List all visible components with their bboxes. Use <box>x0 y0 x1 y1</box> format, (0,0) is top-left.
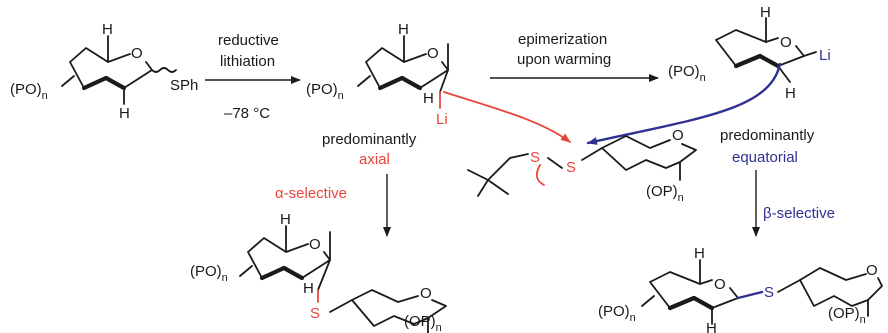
label-beta-selective: β-selective <box>763 205 835 222</box>
label-equatorial: equatorial <box>732 149 798 166</box>
atom-O: O <box>427 45 439 62</box>
label-alpha-selective: α-selective <box>275 185 347 202</box>
atom-O: O <box>780 34 792 51</box>
group-OP: (OP)n <box>646 183 684 204</box>
arrow-equatorial-attack <box>586 62 782 145</box>
atom-O: O <box>714 276 726 293</box>
atom-H: H <box>785 85 796 102</box>
atom-H: H <box>694 245 705 262</box>
atom-H: H <box>280 211 291 228</box>
product-beta-thiodisaccharide: O H H S O (PO)n (OP)n <box>598 245 883 333</box>
group-PO: (PO)n <box>190 263 228 284</box>
label-upon-warming: upon warming <box>517 51 611 68</box>
atom-O: O <box>131 45 143 62</box>
atom-O: O <box>866 262 878 279</box>
label-epimerization: epimerization <box>518 31 607 48</box>
atom-H: H <box>398 21 409 38</box>
group-PO: (PO)n <box>668 63 706 84</box>
molecule-axial-lithium: O H H Li (PO)n <box>306 21 449 128</box>
group-OP: (OP)n <box>404 313 442 333</box>
label-temperature: –78 °C <box>224 105 270 122</box>
group-PO: (PO)n <box>10 81 48 102</box>
group-PO: (PO)n <box>598 303 636 324</box>
label-predominantly-equatorial: predominantly <box>720 127 815 144</box>
arrow-axial-attack <box>443 91 571 143</box>
product-alpha-thiodisaccharide: O H H S O (PO)n (OP)n <box>190 211 447 333</box>
atom-H: H <box>423 90 434 107</box>
atom-H: H <box>706 320 717 333</box>
group-SPh: SPh <box>170 77 198 94</box>
disulfide-reagent: S S O (OP)n <box>467 127 697 204</box>
atom-S-alpha: S <box>310 305 320 322</box>
molecule-thioglycoside: O H H SPh (PO)n <box>10 21 198 122</box>
label-predominantly-axial: predominantly <box>322 131 417 148</box>
atom-Li-axial: Li <box>436 111 448 128</box>
label-lithiation: lithiation <box>220 53 275 70</box>
group-PO: (PO)n <box>306 81 344 102</box>
atom-H: H <box>760 4 771 21</box>
label-reductive: reductive <box>218 32 279 49</box>
atom-S: S <box>530 149 540 166</box>
atom-S: S <box>566 159 576 176</box>
atom-H: H <box>119 105 130 122</box>
atom-Li-equatorial: Li <box>819 47 831 64</box>
label-axial: axial <box>359 151 390 168</box>
molecule-equatorial-lithium: O H H Li (PO)n <box>668 4 831 102</box>
atom-H: H <box>303 280 314 297</box>
atom-S-beta: S <box>764 284 774 301</box>
group-OP: (OP)n <box>828 305 866 326</box>
atom-O: O <box>309 236 321 253</box>
atom-O: O <box>672 127 684 144</box>
atom-H: H <box>102 21 113 38</box>
atom-O: O <box>420 285 432 302</box>
